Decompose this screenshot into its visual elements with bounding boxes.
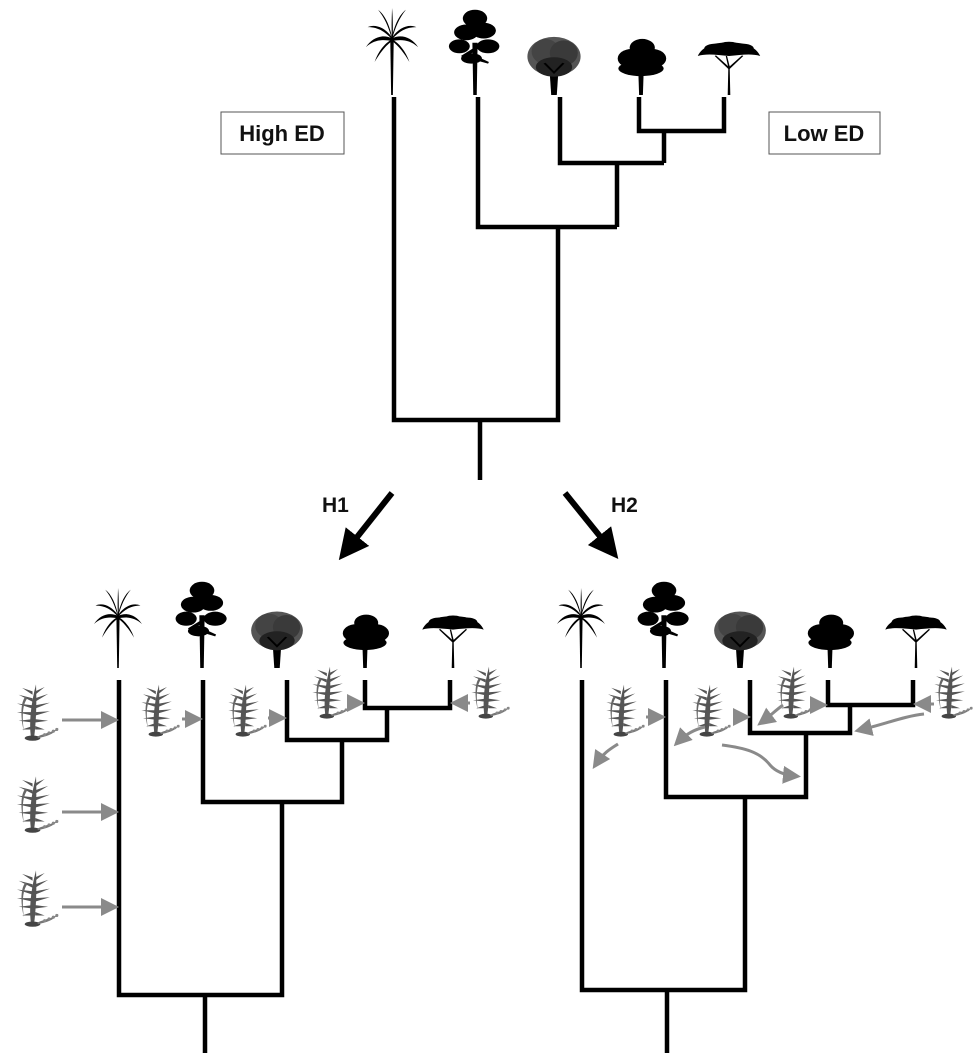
top-phylogeny: High ED Low ED: [220, 8, 881, 480]
acacia-tree-icon: [422, 615, 484, 668]
fern-icon: [16, 776, 59, 833]
palm-tree-icon: [557, 588, 605, 668]
pine-tree-icon: [175, 581, 227, 668]
acacia-tree-icon: [885, 615, 947, 668]
fern-icon: [934, 666, 973, 719]
h1-association-arrows: [62, 694, 470, 916]
broadleaf-tree-icon: [342, 614, 389, 668]
high-ed-box: [220, 111, 345, 155]
fern-icon: [228, 684, 267, 737]
fern-icon: [16, 684, 59, 741]
palm-tree-icon: [94, 588, 142, 668]
top-tree-branches: [391, 97, 727, 480]
fern-icon: [776, 666, 815, 719]
palm-tree-icon: [365, 8, 419, 95]
h1-phylogeny: [16, 581, 510, 1053]
h1-arrow: [338, 491, 395, 561]
shrub-tree-icon: [714, 611, 766, 668]
broadleaf-tree-icon: [807, 614, 854, 668]
fern-icon: [16, 870, 59, 927]
h2-phylogeny: [557, 581, 973, 1053]
h1-label: H1: [322, 494, 349, 517]
pine-tree-icon: [448, 9, 500, 95]
fern-icon: [141, 684, 180, 737]
h2-arrow: [562, 491, 619, 560]
shrub-tree-icon: [251, 611, 303, 668]
hypothesis-arrows: H1 H2: [322, 491, 638, 561]
broadleaf-tree-icon: [617, 38, 667, 95]
shrub-tree-icon: [527, 36, 581, 95]
low-ed-label: Low ED: [784, 121, 865, 146]
high-ed-label: High ED: [239, 121, 325, 146]
low-ed-box: [768, 111, 881, 155]
fern-icon: [606, 684, 645, 737]
pine-tree-icon: [637, 581, 689, 668]
acacia-tree-icon: [697, 41, 761, 95]
fern-icon: [471, 666, 510, 719]
h2-label: H2: [611, 494, 638, 517]
fern-icon: [312, 666, 351, 719]
h2-association-arrows: [592, 695, 934, 784]
